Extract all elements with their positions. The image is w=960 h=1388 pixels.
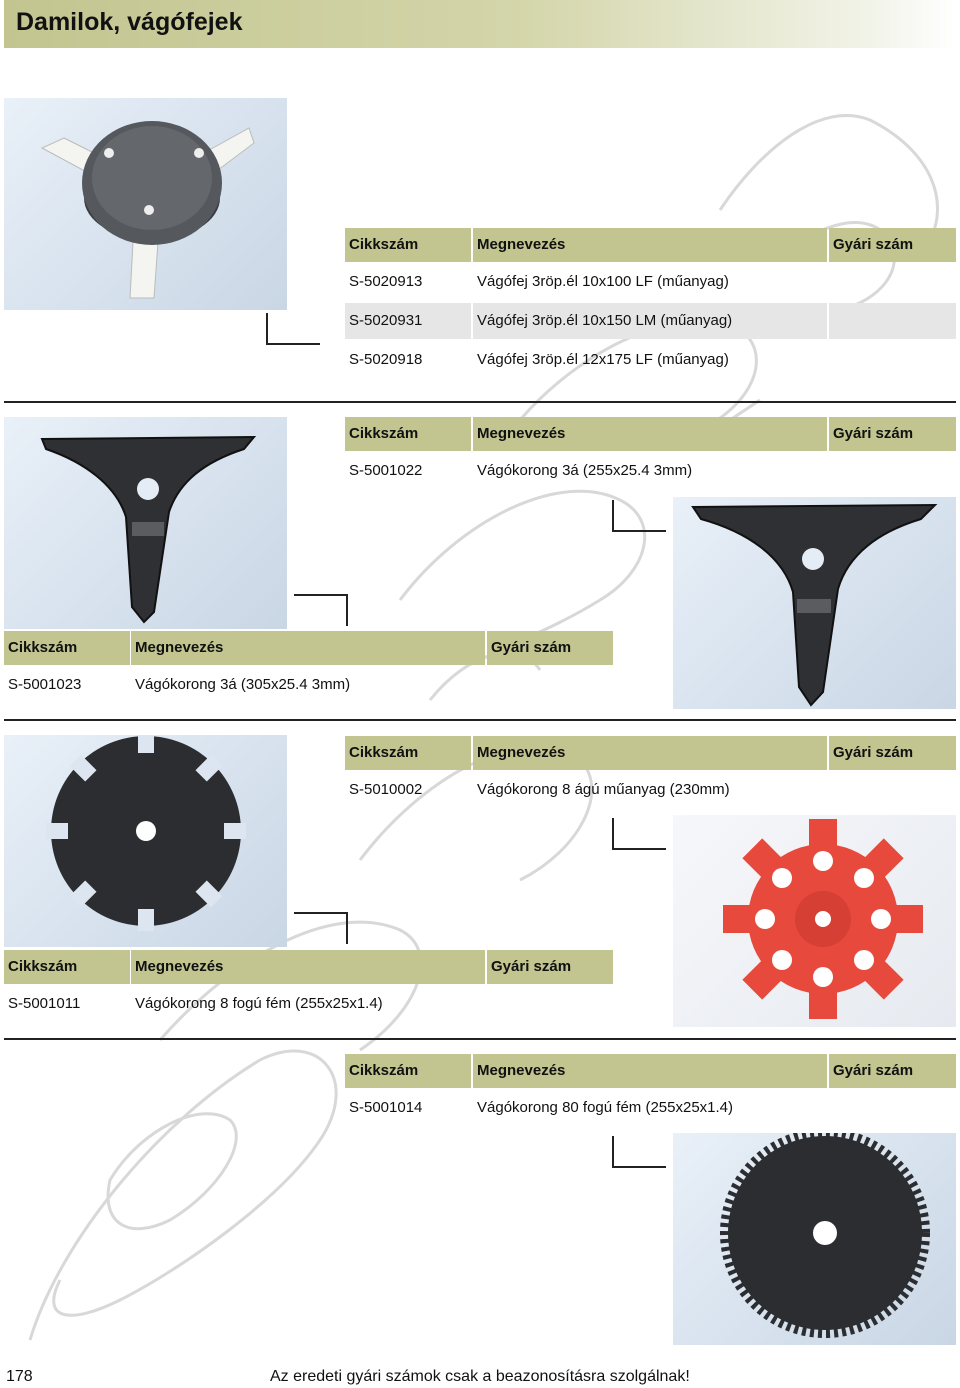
table-row-name: Vágókorong 8 ágú műanyag (230mm) — [477, 781, 730, 798]
title-bar: Damilok, vágófejek — [4, 0, 956, 48]
page-number: 178 — [6, 1368, 33, 1385]
table-row-oem — [487, 667, 613, 703]
column-header-name: Megnevezés — [131, 950, 485, 984]
photo-pointer-bracket — [294, 912, 348, 944]
column-header-code: Cikkszám — [345, 736, 471, 770]
section-divider — [4, 401, 956, 403]
column-header-name: Megnevezés — [473, 417, 827, 451]
eight-tooth-metal-disc-icon — [46, 735, 246, 931]
column-header-name: Megnevezés — [473, 228, 827, 262]
section-divider — [4, 719, 956, 721]
photo-pointer-bracket — [612, 500, 666, 532]
product-photo-three-tooth-blade — [4, 417, 287, 629]
table-row-name: Vágókorong 3á (255x25.4 3mm) — [477, 462, 693, 479]
table-row-code: S-5001014 — [349, 1099, 423, 1116]
column-header-name: Megnevezés — [131, 631, 485, 665]
column-header-code: Cikkszám — [345, 417, 471, 451]
column-header-oem: Gyári szám — [829, 1054, 956, 1088]
photo-pointer-bracket — [294, 594, 348, 626]
eighty-tooth-saw-disc-icon — [720, 1133, 930, 1338]
product-photo-plastic-eight-arm-disc — [673, 815, 956, 1027]
table-row-oem — [487, 986, 613, 1022]
column-header-name: Megnevezés — [473, 1054, 827, 1088]
table-row-code: S-5020918 — [349, 351, 423, 368]
table-row-oem — [829, 303, 956, 339]
product-photo-eight-tooth-metal-disc — [4, 735, 287, 947]
table-row-code: S-5001011 — [8, 995, 81, 1012]
page-title: Damilok, vágófejek — [16, 8, 243, 36]
column-header-oem: Gyári szám — [829, 736, 956, 770]
table-row-code: S-5020913 — [349, 273, 423, 290]
column-header-code: Cikkszám — [345, 228, 471, 262]
photo-pointer-bracket — [612, 818, 666, 850]
table-row-code: S-5010002 — [349, 781, 423, 798]
photo-pointer-bracket — [266, 313, 320, 345]
three-tooth-blade-icon — [691, 503, 938, 707]
table-row-oem — [829, 342, 956, 378]
footer-note: Az eredeti gyári számok csak a beazonosí… — [270, 1368, 690, 1385]
column-header-code: Cikkszám — [345, 1054, 471, 1088]
table-row-code: S-5020931 — [345, 303, 471, 339]
column-header-oem: Gyári szám — [487, 631, 613, 665]
plastic-eight-arm-disc-icon — [723, 819, 923, 1019]
section-divider — [4, 1038, 956, 1040]
table-row-code: S-5001023 — [8, 676, 82, 693]
table-row-name: Vágókorong 3á (305x25.4 3mm) — [135, 676, 351, 693]
product-photo-trimmer-head — [4, 98, 287, 310]
three-tooth-blade-icon — [40, 435, 257, 624]
table-row-name: Vágófej 3röp.él 10x150 LM (műanyag) — [473, 303, 827, 339]
table-row-name: Vágófej 3röp.él 10x100 LF (műanyag) — [477, 273, 729, 290]
column-header-code: Cikkszám — [4, 950, 130, 984]
table-row-oem — [829, 772, 956, 808]
table-row-oem — [829, 264, 956, 300]
table-row-name: Vágókorong 80 fogú fém (255x25x1.4) — [477, 1099, 734, 1116]
column-header-oem: Gyári szám — [487, 950, 613, 984]
trimmer-head-icon — [40, 121, 255, 299]
table-row-name: Vágófej 3röp.él 12x175 LF (műanyag) — [477, 351, 729, 368]
table-row-code: S-5001022 — [349, 462, 423, 479]
column-header-name: Megnevezés — [473, 736, 827, 770]
product-photo-eighty-tooth-saw-disc — [673, 1133, 956, 1345]
table-row-oem — [829, 453, 956, 489]
column-header-code: Cikkszám — [4, 631, 130, 665]
product-photo-three-tooth-blade-large — [673, 497, 956, 709]
column-header-oem: Gyári szám — [829, 417, 956, 451]
photo-pointer-bracket — [612, 1136, 666, 1168]
column-header-oem: Gyári szám — [829, 228, 956, 262]
table-row-name: Vágókorong 8 fogú fém (255x25x1.4) — [135, 995, 383, 1012]
table-row-oem — [829, 1090, 956, 1126]
